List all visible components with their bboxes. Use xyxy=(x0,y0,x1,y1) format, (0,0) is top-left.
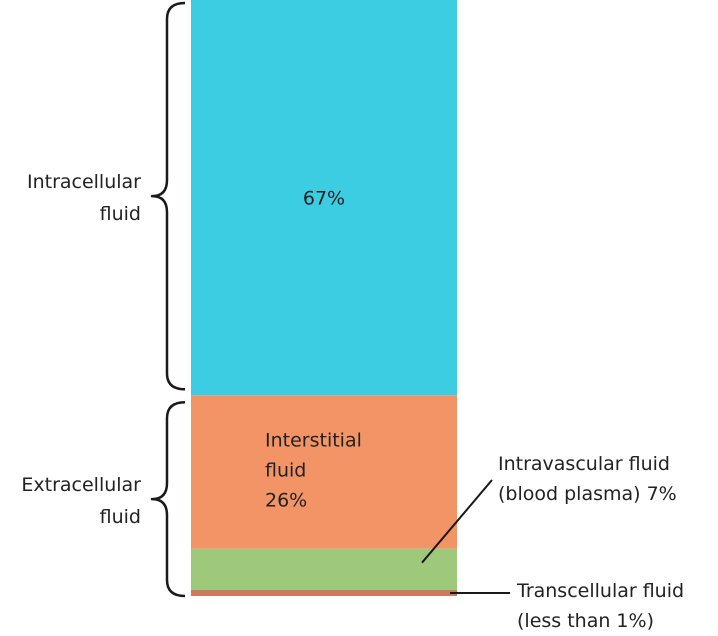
bracket-group-0 xyxy=(150,1,186,391)
bar-segment-interstitial xyxy=(191,395,457,549)
stacked-bar xyxy=(191,0,457,596)
bar-segment-intracellular xyxy=(191,0,457,396)
bracket-group-1 xyxy=(150,401,186,598)
segment-label-intravascular: Intravascular fluid(blood plasma) 7% xyxy=(498,453,677,505)
bar-segment-intravascular xyxy=(191,548,457,590)
segment-label-intracellular: 67% xyxy=(303,188,345,210)
bar-segment-transcellular xyxy=(191,590,457,596)
segment-label-transcellular: Transcellular fluid(less than 1%) xyxy=(516,580,684,632)
callout-line-intravascular xyxy=(421,479,493,564)
group-brackets xyxy=(150,1,186,598)
callout-lines xyxy=(421,479,510,594)
